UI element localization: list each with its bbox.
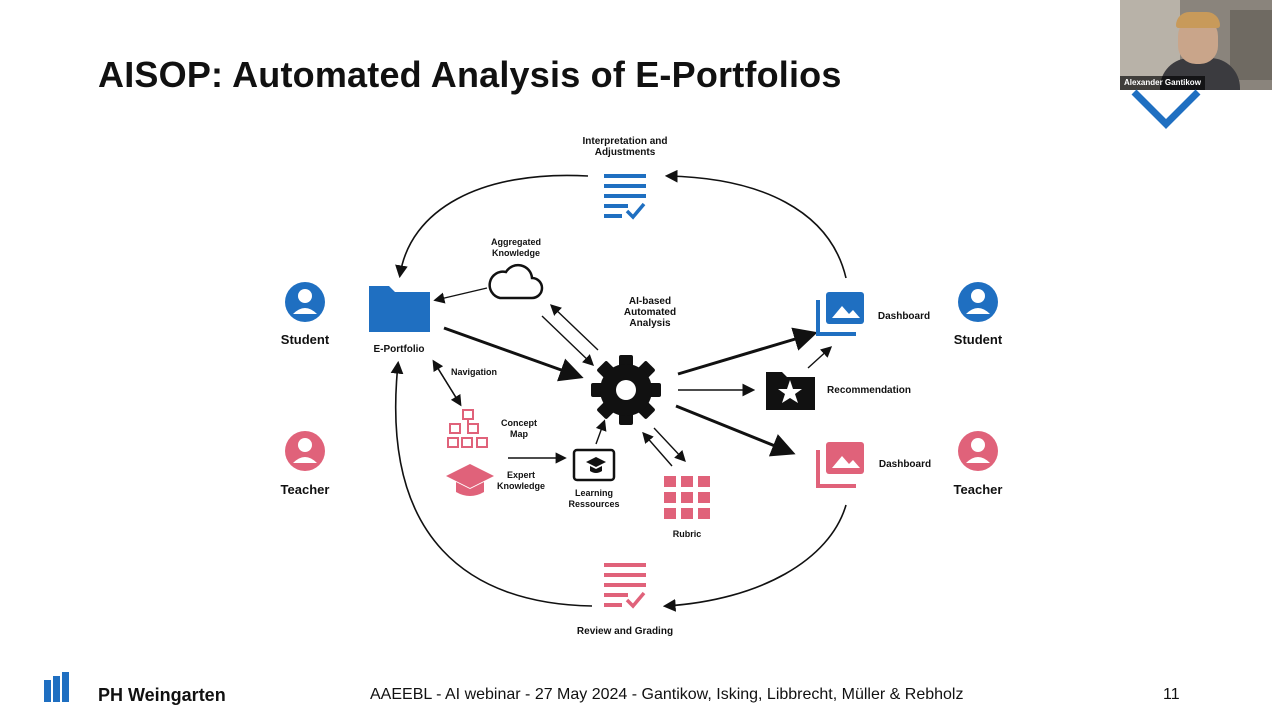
label-aggregated-knowledge: Aggregated Knowledge <box>490 237 541 258</box>
label-interpretation: Interpretation and Adjustments <box>582 136 668 158</box>
slide-title: AISOP: Automated Analysis of E-Portfolio… <box>98 54 842 95</box>
star-folder-icon <box>766 372 815 410</box>
teacher-avatar-icon-left <box>285 431 325 471</box>
rubric-grid-icon <box>664 476 710 519</box>
label-teacher-dashboard: Dashboard <box>878 459 932 470</box>
image-gallery-icon-teacher <box>816 442 864 488</box>
gear-icon <box>591 355 661 425</box>
label-student-dashboard: Dashboard <box>877 311 931 322</box>
learning-resources-icon <box>572 448 616 482</box>
label-recommendation: Recommendation <box>827 385 911 396</box>
label-review-grading: Review and Grading <box>576 626 674 637</box>
label-teacher-left: Teacher <box>280 482 330 497</box>
concept-map-icon <box>447 409 488 448</box>
logo-chevron-icon <box>1131 89 1201 129</box>
label-concept-map: Concept Map <box>501 418 537 439</box>
cloud-icon <box>488 263 544 300</box>
video-background-right <box>1230 10 1272 80</box>
label-student-right: Student <box>953 332 1003 347</box>
arrow-review-to-portfolio <box>390 360 593 607</box>
teacher-avatar-icon-right <box>958 431 998 471</box>
label-ai-analysis: AI-based Automated Analysis <box>623 296 677 329</box>
participant-hair <box>1176 12 1220 28</box>
label-expert-knowledge: Expert Knowledge <box>496 470 545 491</box>
participant-video[interactable]: Alexander Gantikow <box>1120 0 1272 90</box>
folder-icon <box>369 286 430 332</box>
ph-weingarten-logo-icon <box>44 672 69 702</box>
document-check-icon-teacher <box>604 563 646 609</box>
label-e-portfolio: E-Portfolio <box>373 344 425 355</box>
label-rubric: Rubric <box>672 529 702 539</box>
arrow-dashboard-to-review <box>662 504 847 612</box>
label-navigation: Navigation <box>450 367 497 377</box>
label-teacher-right: Teacher <box>953 482 1003 497</box>
label-student-left: Student <box>280 332 330 347</box>
footer-event-text: AAEEBL - AI webinar - 27 May 2024 - Gant… <box>370 686 964 703</box>
image-gallery-icon-student <box>816 292 864 336</box>
footer-organization: PH Weingarten <box>98 685 226 705</box>
student-avatar-icon-right <box>958 282 998 322</box>
arrow-dashboard-to-adjust <box>664 169 847 279</box>
graduation-cap-icon <box>446 464 494 496</box>
label-learning-resources: Learning Ressources <box>568 488 620 509</box>
page-number: 11 <box>1163 686 1180 703</box>
student-avatar-icon-left <box>285 282 325 322</box>
arrow-adjust-to-portfolio <box>395 174 589 279</box>
document-check-icon <box>604 174 646 220</box>
participant-name: Alexander Gantikow <box>1120 76 1205 90</box>
